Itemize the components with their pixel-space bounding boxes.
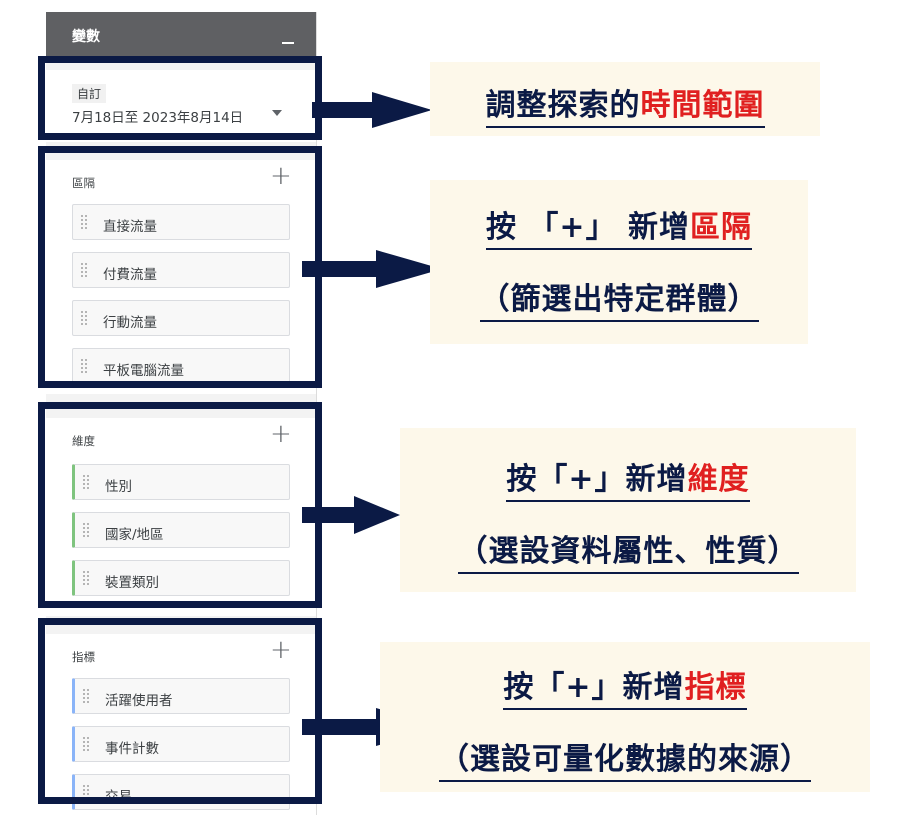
drag-handle-icon[interactable] bbox=[81, 311, 89, 325]
variables-panel: 變數 自訂 7月18日至 2023年8月14日 區隔 + 直接流量 付費流量 行… bbox=[46, 12, 317, 815]
callout-prefix: 按「+」新增 bbox=[503, 670, 685, 705]
segment-chip[interactable]: 付費流量 bbox=[72, 252, 290, 288]
add-segment-button[interactable]: + bbox=[270, 161, 292, 191]
callout-highlight: 維度 bbox=[687, 462, 750, 497]
metrics-section: 指標 + 活躍使用者 事件計數 交易 bbox=[46, 634, 316, 815]
metric-chip-label: 事件計數 bbox=[105, 741, 159, 757]
dimension-chip-label: 國家/地區 bbox=[105, 527, 164, 543]
dimension-chip[interactable]: 國家/地區 bbox=[72, 512, 290, 548]
dimension-chip-label: 性別 bbox=[105, 479, 132, 495]
metric-chip[interactable]: 事件計數 bbox=[72, 726, 290, 762]
chevron-down-icon[interactable] bbox=[272, 110, 282, 116]
callout-highlight: 指標 bbox=[684, 670, 747, 705]
panel-title: 變數 bbox=[72, 29, 100, 45]
drag-handle-icon[interactable] bbox=[83, 475, 91, 489]
date-range-value[interactable]: 7月18日至 2023年8月14日 bbox=[72, 110, 244, 126]
segment-chip-label: 直接流量 bbox=[103, 219, 157, 235]
callout-prefix: 按「+」新增 bbox=[506, 462, 688, 497]
segments-section: 區隔 + 直接流量 付費流量 行動流量 平板電腦流量 bbox=[46, 160, 316, 394]
drag-handle-icon[interactable] bbox=[83, 737, 91, 751]
dimensions-section: 維度 + 性別 國家/地區 裝置類別 bbox=[46, 418, 316, 616]
dimension-chip[interactable]: 性別 bbox=[72, 464, 290, 500]
date-range-section: 自訂 7月18日至 2023年8月14日 bbox=[46, 70, 316, 142]
arrow-right-icon bbox=[302, 250, 442, 288]
callout-highlight: 區隔 bbox=[690, 210, 753, 245]
panel-header: 變數 bbox=[46, 12, 316, 62]
segment-chip-label: 平板電腦流量 bbox=[103, 363, 184, 379]
dimension-chip-label: 裝置類別 bbox=[105, 575, 159, 591]
date-range-highlight-frame bbox=[38, 56, 322, 140]
metric-chip[interactable]: 交易 bbox=[72, 774, 290, 810]
segment-chip[interactable]: 行動流量 bbox=[72, 300, 290, 336]
metrics-label: 指標 bbox=[72, 650, 95, 664]
drag-handle-icon[interactable] bbox=[83, 523, 91, 537]
dimension-chip[interactable]: 裝置類別 bbox=[72, 560, 290, 596]
metric-chip[interactable]: 活躍使用者 bbox=[72, 678, 290, 714]
segment-chip[interactable]: 直接流量 bbox=[72, 204, 290, 240]
callout-detail: （選設資料屬性、性質） bbox=[457, 526, 799, 574]
dimensions-label: 維度 bbox=[72, 434, 95, 448]
drag-handle-icon[interactable] bbox=[83, 571, 91, 585]
callout-text: 調整探索的 bbox=[485, 88, 641, 123]
add-metric-button[interactable]: + bbox=[270, 635, 292, 665]
metrics-highlight-frame bbox=[38, 618, 322, 804]
segment-chip-label: 行動流量 bbox=[103, 315, 157, 331]
drag-handle-icon[interactable] bbox=[81, 263, 89, 277]
callout-detail: （篩選出特定群體） bbox=[479, 274, 759, 322]
date-preset-label: 自訂 bbox=[72, 84, 107, 103]
callout-prefix: 按 「+」 新增 bbox=[485, 210, 691, 245]
segments-callout: 按 「+」 新增區隔 （篩選出特定群體） bbox=[430, 180, 808, 344]
drag-handle-icon[interactable] bbox=[81, 359, 89, 373]
dimensions-callout: 按「+」新增維度 （選設資料屬性、性質） bbox=[400, 428, 856, 592]
drag-handle-icon[interactable] bbox=[81, 215, 89, 229]
callout-detail: （選設可量化數據的來源） bbox=[439, 734, 811, 782]
date-range-callout: 調整探索的時間範圍 bbox=[430, 62, 820, 136]
add-dimension-button[interactable]: + bbox=[270, 419, 292, 449]
segments-highlight-frame bbox=[38, 146, 322, 388]
segment-chip[interactable]: 平板電腦流量 bbox=[72, 348, 290, 384]
callout-highlight: 時間範圍 bbox=[640, 88, 765, 123]
arrow-right-icon bbox=[302, 496, 400, 534]
metrics-callout: 按「+」新增指標 （選設可量化數據的來源） bbox=[380, 642, 870, 792]
dimensions-highlight-frame bbox=[38, 402, 322, 608]
segments-label: 區隔 bbox=[72, 176, 95, 190]
segment-chip-label: 付費流量 bbox=[103, 267, 157, 283]
minimize-icon[interactable] bbox=[282, 42, 294, 44]
drag-handle-icon[interactable] bbox=[83, 689, 91, 703]
arrow-right-icon bbox=[312, 92, 432, 128]
metric-chip-label: 活躍使用者 bbox=[105, 693, 173, 709]
